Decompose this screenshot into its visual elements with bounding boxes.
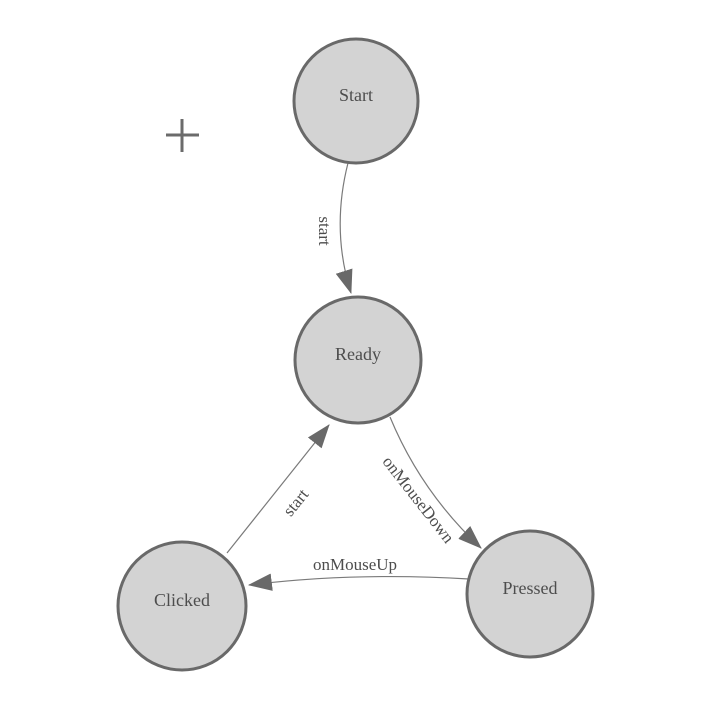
edge-line-ready-to-pressed[interactable] [389,416,482,549]
node-label-ready: Ready [335,344,381,364]
node-clicked[interactable]: Clicked [116,540,248,672]
crosshair-marker [166,119,199,152]
edge-line-clicked-to-ready[interactable] [226,424,330,554]
node-label-start: Start [339,85,373,105]
node-pressed[interactable]: Pressed [465,529,595,659]
edge-line-pressed-to-clicked[interactable] [247,573,470,591]
node-circle-clicked[interactable] [116,540,248,672]
edge-label-start-top: start [315,216,334,246]
edge-start-to-ready[interactable]: start [315,162,353,295]
edge-line-start-to-ready[interactable] [335,162,353,295]
edge-ready-to-pressed[interactable]: onMouseDown [379,416,482,549]
edge-clicked-to-ready[interactable]: start [226,424,330,554]
node-label-pressed: Pressed [503,578,558,598]
edge-label-onmouseup: onMouseUp [313,555,397,574]
edge-label-start-bottom: start [279,485,312,520]
edge-label-onmousedown: onMouseDown [379,452,459,547]
node-ready[interactable]: Ready [293,295,423,425]
node-start[interactable]: Start [292,37,420,165]
edge-pressed-to-clicked[interactable]: onMouseUp [247,555,470,591]
node-circle-start[interactable] [292,37,420,165]
node-circle-ready[interactable] [293,295,423,425]
node-label-clicked: Clicked [154,590,210,610]
node-circle-pressed[interactable] [465,529,595,659]
